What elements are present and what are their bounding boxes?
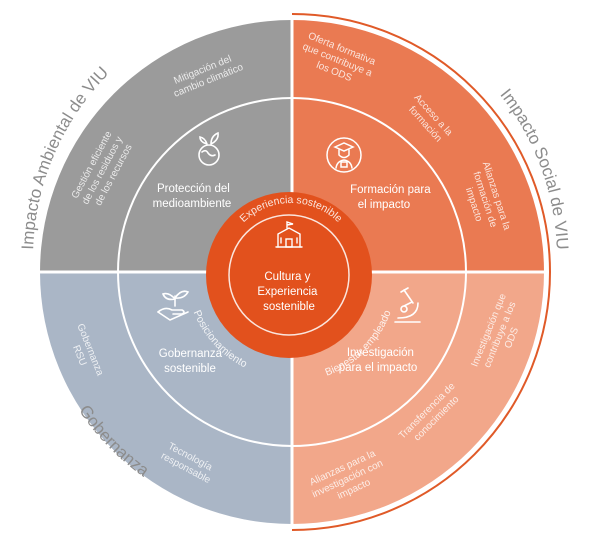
building-icon [275,221,303,248]
outer-ring [40,20,544,524]
middle-ring-outline [117,97,467,447]
center-circle [206,192,372,358]
quadrant-investigacion [292,272,544,524]
title-gobernanza: Gobernanza sostenible [159,348,226,375]
center-inner-ring [228,214,350,336]
title-investigacion: Investigación para el impacto [339,347,418,374]
quadrant-gobernanza [40,272,292,524]
hand-plant-icon [157,290,190,321]
microscope-icon [394,287,421,323]
quadrant-ambiental [40,20,292,272]
leaf-globe-icon [198,131,220,166]
graduate-icon [326,137,362,173]
quadrant-social [292,20,544,272]
title-formacion: Formación para el impacto [350,184,434,211]
title-proteccion: Protección del medioambiente [153,183,233,210]
social-accent-arc [291,13,551,531]
center-title: Cultura y Experiencia sostenible [257,271,320,313]
